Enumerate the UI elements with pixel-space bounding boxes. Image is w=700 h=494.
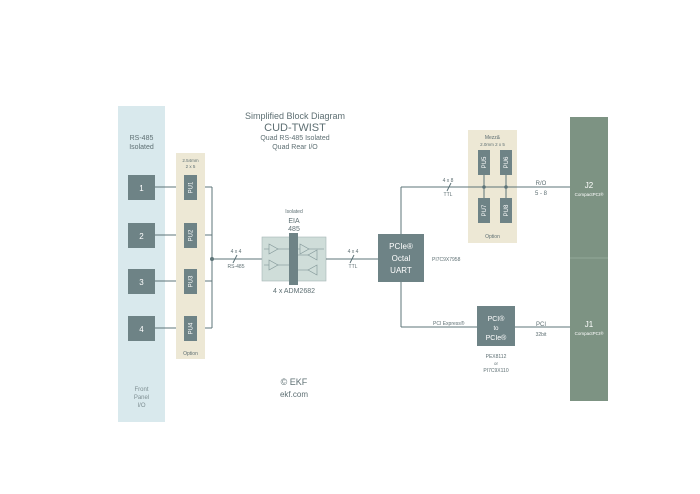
port-4-label: 4 (139, 325, 144, 334)
pu-header-1: 2.54mm (182, 158, 199, 163)
uart-label-3: UART (390, 266, 412, 275)
pci-bus-label-1: PCI (536, 322, 546, 328)
bridge-label-2: to (493, 326, 499, 332)
uart-label-1: PCIe® (389, 242, 413, 251)
port-2 (128, 223, 155, 248)
bridge-part-1: PEX8112 (486, 354, 507, 360)
j2-label: J2 (585, 181, 594, 190)
pu4-block (184, 316, 197, 341)
port-3 (128, 269, 155, 294)
front-panel-header-1: RS-485 (130, 135, 154, 142)
front-panel-footer-2: Panel (134, 395, 149, 401)
pu1-label: PU1 (189, 181, 195, 193)
pci-express-label: PCI Express® (433, 320, 465, 327)
uart-part: PI7C9X7958 (432, 257, 461, 263)
bridge-label-1: PCI® (488, 315, 506, 323)
bus-top-label-2: TTL (444, 192, 453, 198)
pu-header-2: 2 x 5 (186, 164, 196, 169)
bus-left-label-2: RS-485 (228, 264, 245, 270)
isolator-buffer-icons (264, 243, 324, 276)
diagram-title-line4: Quad Rear I/O (272, 144, 318, 151)
front-panel-area (118, 106, 165, 422)
bus-mid-line (326, 254, 378, 264)
pu8-block (500, 198, 512, 223)
port-4 (128, 316, 155, 341)
pu4-label: PU4 (189, 322, 195, 334)
bridge-part-3: PI7C9X110 (483, 368, 508, 374)
bus-left-label-1: 4 x 4 (231, 249, 242, 255)
j1-label: J1 (585, 320, 594, 329)
mezz-header-2: 2.0mm 2 x 5 (480, 142, 505, 147)
copyright-line1: © EKF (281, 377, 308, 387)
pu1-block (184, 175, 197, 200)
pu2-block (184, 223, 197, 248)
port-3-label: 3 (139, 278, 144, 287)
pu5-block (478, 150, 490, 175)
mezz-junction-right (504, 185, 508, 189)
bus-mid-label-2: TTL (349, 264, 358, 270)
pu-footer: Option (183, 351, 198, 357)
mezz-header-1: Mezz& (485, 135, 501, 141)
pci-express-lines (400, 282, 570, 328)
bus-left-junction (210, 257, 214, 261)
pu3-block (184, 269, 197, 294)
uart-label-2: Octal (392, 254, 411, 263)
diagram-title-line1: Simplified Block Diagram (244, 111, 346, 121)
uart-block (378, 234, 424, 282)
pu5-label: PU5 (482, 156, 488, 168)
isolator-label-2: EIA (288, 218, 300, 225)
front-panel-header-2: Isolated (129, 144, 154, 151)
port-1-label: 1 (139, 184, 144, 193)
isolator-label-1: Isolated (285, 209, 303, 215)
rio-label-1: R/O (536, 181, 547, 187)
pu7-label: PU7 (482, 204, 488, 216)
pu2-label: PU2 (189, 229, 195, 241)
pu6-label: PU6 (504, 156, 510, 168)
rio-label-2: 5 - 8 (535, 191, 548, 197)
bridge-block (477, 306, 515, 346)
pu8-label: PU8 (504, 204, 510, 216)
isolator-part: 4 x ADM2682 (273, 288, 315, 295)
isolator-label-3: 485 (288, 226, 300, 233)
front-panel-footer-1: Front (134, 387, 148, 393)
mezz-footer: Option (485, 234, 500, 240)
pu6-block (500, 150, 512, 175)
diagram-title-line3: Quad RS-485 Isolated (260, 135, 330, 142)
isolation-barrier (289, 233, 298, 285)
pu3-label: PU3 (189, 275, 195, 287)
pci-bus-label-2: 32bit (536, 332, 547, 338)
bridge-part-2: or (494, 361, 499, 366)
port-1 (128, 175, 155, 200)
bridge-label-3: PCIe® (486, 334, 508, 342)
diagram-title-product: CUD-TWIST (264, 122, 326, 134)
bus-top-label-1: 4 x 8 (443, 178, 454, 184)
j2-sublabel: CompactPCI® (575, 191, 605, 197)
copyright-line2: ekf.com (280, 390, 308, 399)
bus-left-lines (205, 186, 262, 329)
port-2-label: 2 (139, 232, 144, 241)
bus-mid-label-1: 4 x 4 (348, 249, 359, 255)
j1-sublabel: CompactPCI® (575, 330, 605, 336)
compactpci-connector-bar (570, 117, 608, 401)
pu7-block (478, 198, 490, 223)
front-panel-footer-3: I/O (137, 403, 145, 409)
mezz-junction-left (482, 185, 486, 189)
